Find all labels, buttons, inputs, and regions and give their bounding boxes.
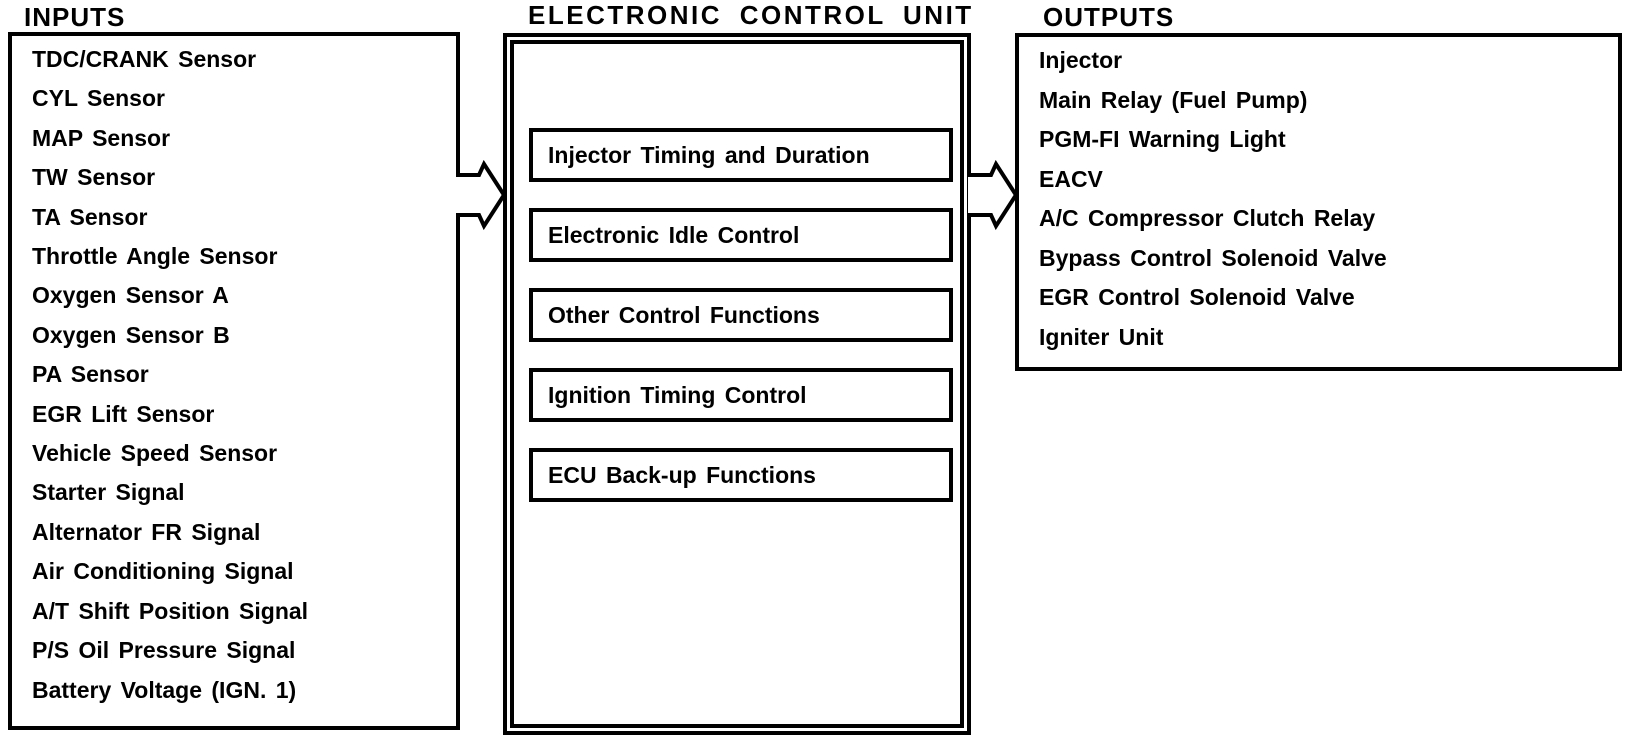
output-item: Main Relay (Fuel Pump) [1039, 86, 1308, 113]
output-item: EGR Control Solenoid Valve [1039, 284, 1355, 310]
output-item: PGM-FI Warning Light [1039, 126, 1286, 152]
output-item: EACV [1039, 165, 1103, 192]
input-item: Air Conditioning Signal [32, 558, 294, 585]
input-item: CYL Sensor [32, 85, 165, 112]
output-item: A/C Compressor Clutch Relay [1039, 205, 1376, 231]
input-item: Oxygen Sensor B [32, 321, 230, 348]
input-item: PA Sensor [32, 361, 149, 388]
output-item: Igniter Unit [1039, 323, 1164, 350]
ecu-to-outputs-arrow-icon [968, 159, 1018, 231]
input-item: P/S Oil Pressure Signal [32, 637, 296, 664]
output-item: Bypass Control Solenoid Valve [1039, 244, 1387, 271]
ecu-heading: ELECTRONIC CONTROL UNIT [528, 0, 974, 30]
input-item: EGR Lift Sensor [32, 400, 215, 427]
input-item: Throttle Angle Sensor [32, 243, 278, 270]
input-item: Alternator FR Signal [32, 518, 261, 545]
inputs-heading: INPUTS [24, 2, 126, 32]
input-item: TDC/CRANK Sensor [32, 46, 257, 72]
ecu-function-box: Injector Timing and Duration [529, 128, 953, 182]
input-item: TW Sensor [32, 164, 156, 191]
ecu-function-box: Electronic Idle Control [529, 208, 953, 262]
ecu-function-box: ECU Back-up Functions [529, 448, 953, 502]
input-item: Starter Signal [32, 479, 185, 506]
ecu-inner-border [510, 40, 964, 728]
input-item: Vehicle Speed Sensor [32, 440, 278, 467]
input-item: Battery Voltage (IGN. 1) [32, 676, 297, 703]
input-item: TA Sensor [32, 203, 148, 230]
input-item: MAP Sensor [32, 124, 171, 151]
ecu-function-box: Other Control Functions [529, 288, 953, 342]
input-item: A/T Shift Position Signal [32, 597, 309, 624]
input-item: Oxygen Sensor A [32, 282, 229, 309]
inputs-to-ecu-arrow-icon [456, 159, 506, 231]
outputs-heading: OUTPUTS [1043, 2, 1175, 32]
ecu-function-box: Ignition Timing Control [529, 368, 953, 422]
output-item: Injector [1039, 47, 1123, 73]
